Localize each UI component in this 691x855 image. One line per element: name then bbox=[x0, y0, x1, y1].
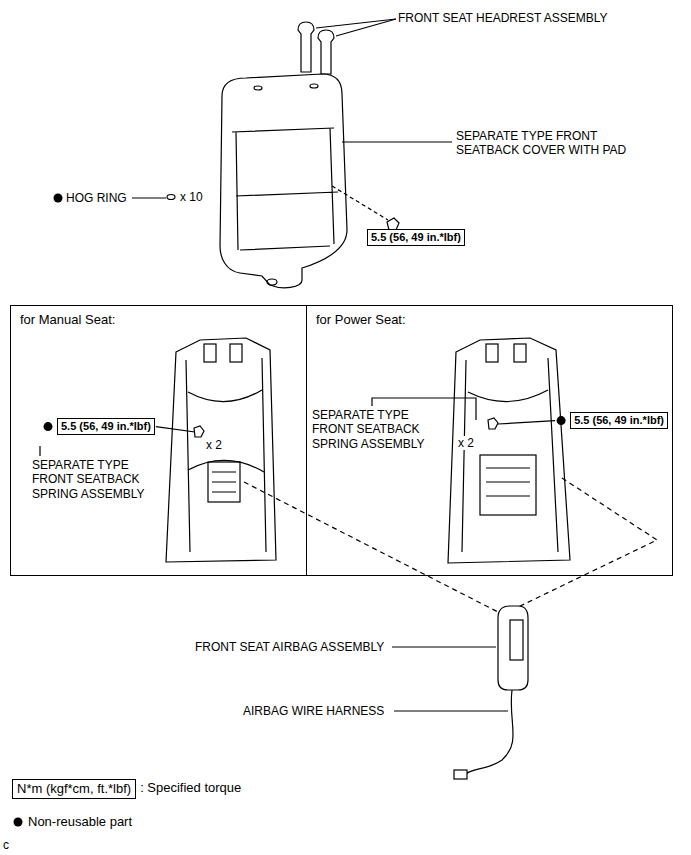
hog-ring-symbol bbox=[167, 195, 175, 200]
figure-code: c bbox=[3, 838, 9, 852]
lumbar-support bbox=[480, 455, 536, 515]
seatback-cover bbox=[220, 74, 347, 288]
nut-symbol bbox=[488, 418, 498, 429]
non-reusable-mark bbox=[557, 416, 566, 425]
quantity: x 2 bbox=[456, 436, 476, 450]
panel-heading: for Manual Seat: bbox=[20, 312, 297, 327]
quantity: x 10 bbox=[180, 190, 203, 204]
leader-line bbox=[156, 427, 195, 432]
leader-line bbox=[394, 710, 508, 711]
headrest-support bbox=[230, 344, 242, 362]
spring-wire bbox=[468, 390, 548, 402]
part-name: SEPARATE TYPE FRONT SEATBACK SPRING ASSE… bbox=[32, 458, 160, 501]
part-name: SEPARATE TYPE FRONT SEATBACK SPRING ASSE… bbox=[312, 408, 440, 451]
leader-line bbox=[498, 421, 555, 424]
non-reusable-mark bbox=[44, 422, 53, 431]
seat-frame-rail bbox=[462, 358, 558, 552]
part-name: SEPARATE TYPE FRONT SEATBACK COVER WITH … bbox=[456, 129, 636, 158]
leader-line bbox=[336, 19, 396, 36]
torque-value: 5.5 (56, 49 in.*lbf) bbox=[371, 231, 461, 244]
lumbar-support bbox=[486, 468, 530, 496]
nut-symbol bbox=[194, 426, 204, 437]
headrest-post bbox=[318, 30, 334, 74]
seat-frame bbox=[166, 338, 276, 562]
non-reusable-mark bbox=[14, 818, 23, 827]
airbag-wire bbox=[466, 690, 513, 774]
headrest-support bbox=[486, 344, 498, 362]
spring-mat bbox=[212, 472, 236, 492]
legend-text: Non-reusable part bbox=[28, 814, 132, 830]
torque-box: 5.5 (56, 49 in.*lbf) bbox=[367, 229, 465, 246]
torque-value: 5.5 (56, 49 in.*lbf) bbox=[574, 414, 664, 427]
part-name: AIRBAG WIRE HARNESS bbox=[243, 704, 384, 718]
hog-ring-loop bbox=[267, 279, 277, 285]
seat-frame-rail bbox=[186, 358, 266, 552]
leader-line bbox=[342, 141, 452, 142]
torque-box: 5.5 (56, 49 in.*lbf) bbox=[57, 418, 155, 435]
legend-torque-sample: N*m (kgf*cm, ft.*lbf) bbox=[12, 779, 136, 799]
torque-box: 5.5 (56, 49 in.*lbf) bbox=[570, 412, 668, 429]
torque-value: N*m (kgf*cm, ft.*lbf) bbox=[17, 781, 131, 797]
part-name: FRONT SEAT AIRBAG ASSEMBLY bbox=[195, 640, 384, 654]
dashed-line bbox=[516, 478, 657, 608]
airbag-module bbox=[510, 620, 523, 660]
seat-frame bbox=[448, 338, 570, 563]
part-name: FRONT SEAT HEADREST ASSEMBLY bbox=[398, 11, 608, 25]
leader-line bbox=[316, 19, 396, 28]
leader-line bbox=[39, 446, 40, 456]
torque-value: 5.5 (56, 49 in.*lbf) bbox=[61, 420, 151, 433]
headrest-support bbox=[204, 344, 216, 362]
quantity: x 2 bbox=[204, 438, 224, 452]
headrest-hole bbox=[310, 84, 318, 88]
legend-text: : Specified torque bbox=[140, 780, 241, 796]
variant-panel: for Manual Seat: 5.5 (56, 49 in.*lbf) bbox=[10, 305, 307, 576]
headrest-post bbox=[298, 22, 314, 72]
spring-wire bbox=[188, 390, 264, 472]
dashed-line bbox=[244, 482, 498, 612]
part-name: HOG RING bbox=[66, 191, 127, 205]
leader-line bbox=[40, 446, 192, 447]
headrest-hole bbox=[254, 86, 262, 90]
seatback-seam bbox=[232, 128, 338, 250]
airbag-module bbox=[498, 606, 528, 690]
leader-line bbox=[132, 197, 166, 198]
panel-heading: for Power Seat: bbox=[316, 312, 663, 327]
leader-line bbox=[392, 646, 496, 647]
wire-connector bbox=[454, 770, 467, 779]
dashed-line bbox=[332, 186, 388, 220]
headrest-support bbox=[514, 344, 526, 362]
non-reusable-mark bbox=[54, 194, 63, 203]
spring-mat bbox=[208, 462, 240, 502]
